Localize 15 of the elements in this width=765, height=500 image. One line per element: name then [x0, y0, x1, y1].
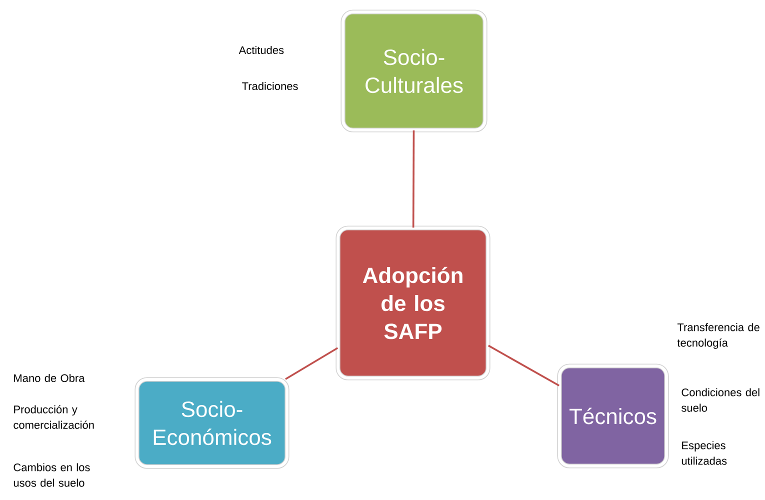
factor-label: Especies utilizadas	[682, 441, 727, 465]
topic-box: Socio- Económicos	[134, 377, 290, 469]
factor-label: Condiciones del suelo	[682, 388, 760, 412]
connector-line	[412, 130, 415, 228]
topic-box: Socio- Culturales	[340, 10, 488, 132]
connector-line	[488, 344, 560, 386]
central-box: Adopción de los SAFP	[336, 226, 490, 380]
topic-box: Técnicos	[557, 364, 669, 468]
factor-label: Mano de Obra	[14, 374, 85, 382]
connector-line	[285, 347, 338, 380]
factor-label: Actitudes	[238, 46, 284, 54]
factor-label: Producción y comercialización	[14, 405, 94, 429]
factor-label: Transferencia de tecnología	[677, 323, 760, 349]
factor-label: Tradiciones	[242, 82, 298, 90]
factor-label: Cambios en los usos del suelo	[14, 463, 90, 487]
